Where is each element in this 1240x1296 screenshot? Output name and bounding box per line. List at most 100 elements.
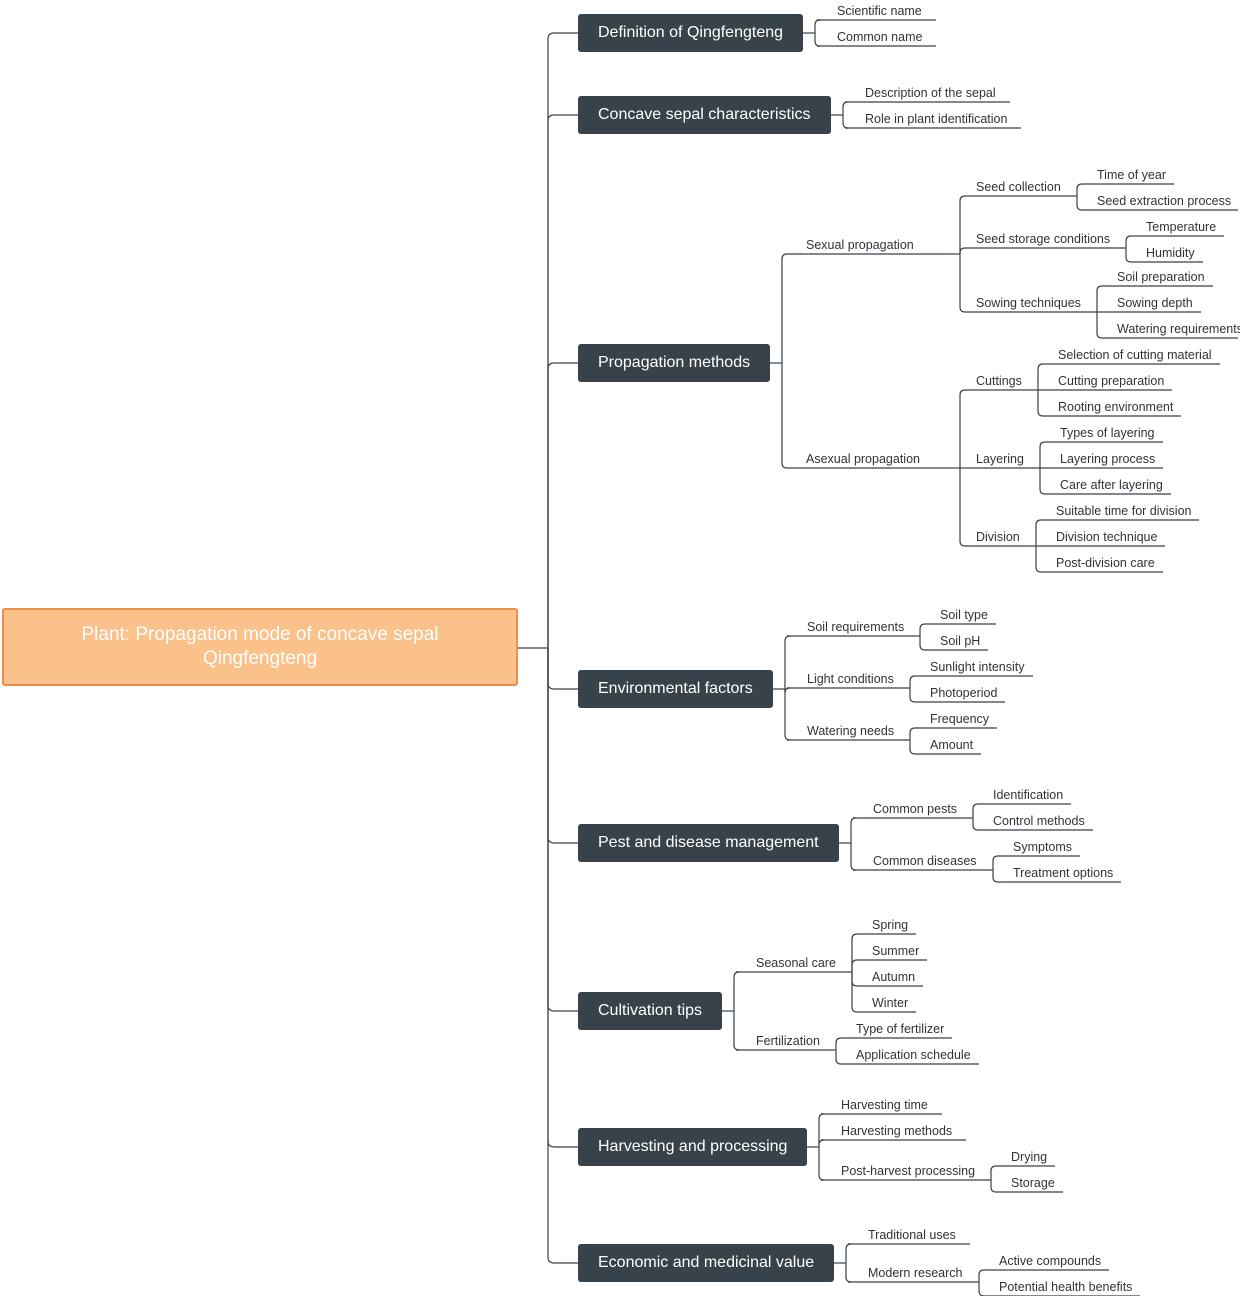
node-soil-ph[interactable]: Soil pH [940, 634, 981, 648]
node-modern-research[interactable]: Modern research [868, 1266, 963, 1280]
node-division-technique[interactable]: Division technique [1056, 530, 1158, 544]
node-watering-requirements[interactable]: Watering requirements [1117, 322, 1240, 336]
node-types-of-layering[interactable]: Types of layering [1060, 426, 1155, 440]
node-temperature[interactable]: Temperature [1146, 220, 1217, 234]
node-rooting-environment[interactable]: Rooting environment [1058, 400, 1174, 414]
connector-line [959, 254, 974, 313]
node-watering-needs[interactable]: Watering needs [807, 724, 895, 738]
node-humidity[interactable]: Humidity [1146, 246, 1195, 260]
branch-node-environmental-factors[interactable]: Environmental factors [578, 670, 773, 708]
connector-line [909, 727, 928, 740]
node-soil-preparation[interactable]: Soil preparation [1117, 270, 1205, 284]
node-potential-health-benefits[interactable]: Potential health benefits [999, 1280, 1133, 1294]
node-photoperiod[interactable]: Photoperiod [930, 686, 998, 700]
node-selection-of-cutting-material[interactable]: Selection of cutting material [1058, 348, 1212, 362]
branch-node-definition-of-qingfengteng[interactable]: Definition of Qingfengteng [578, 14, 804, 52]
connector-line [850, 843, 857, 871]
connector-line [1076, 183, 1095, 196]
node-role-in-plant-identification[interactable]: Role in plant identification [865, 112, 1008, 126]
connector-line [818, 1147, 825, 1181]
branch-node-cultivation-tips[interactable]: Cultivation tips [578, 992, 723, 1030]
node-autumn[interactable]: Autumn [872, 970, 916, 984]
connector-line [781, 363, 802, 469]
node-treatment-options[interactable]: Treatment options [1013, 866, 1114, 880]
node-harvesting-time[interactable]: Harvesting time [841, 1098, 928, 1112]
node-symptoms[interactable]: Symptoms [1013, 840, 1073, 854]
node-time-of-year[interactable]: Time of year [1097, 168, 1167, 182]
node-soil-requirements[interactable]: Soil requirements [807, 620, 905, 634]
connector-line [959, 247, 974, 254]
connector-line [978, 1282, 997, 1296]
node-fertilization[interactable]: Fertilization [756, 1034, 820, 1048]
branch-node-harvesting-and-processing[interactable]: Harvesting and processing [578, 1128, 808, 1166]
node-cuttings[interactable]: Cuttings [976, 374, 1022, 388]
connector-line [851, 972, 870, 1013]
node-common-pests[interactable]: Common pests [873, 802, 958, 816]
root-node[interactable]: Plant: Propagation mode of concave sepal… [2, 608, 518, 686]
node-winter[interactable]: Winter [872, 996, 909, 1010]
node-summer[interactable]: Summer [872, 944, 920, 958]
connector-line [1039, 468, 1058, 495]
connector-line [835, 1050, 854, 1065]
node-description-of-the-sepal[interactable]: Description of the sepal [865, 86, 996, 100]
node-seed-collection[interactable]: Seed collection [976, 180, 1061, 194]
connector-line [972, 803, 991, 818]
node-active-compounds[interactable]: Active compounds [999, 1254, 1102, 1268]
connector-line [919, 623, 938, 636]
connector-line [959, 389, 974, 468]
branch-node-pest-and-disease-management[interactable]: Pest and disease management [578, 824, 839, 862]
connector-line [835, 1037, 854, 1050]
node-post-harvest-processing[interactable]: Post-harvest processing [841, 1164, 976, 1178]
node-common-diseases[interactable]: Common diseases [873, 854, 977, 868]
node-sowing-techniques[interactable]: Sowing techniques [976, 296, 1081, 310]
node-spring[interactable]: Spring [872, 918, 909, 932]
node-layering[interactable]: Layering [976, 452, 1024, 466]
connector-line [990, 1180, 1009, 1193]
node-asexual-propagation[interactable]: Asexual propagation [806, 452, 920, 466]
node-post-division-care[interactable]: Post-division care [1056, 556, 1155, 570]
connector-line [1035, 546, 1054, 573]
node-amount[interactable]: Amount [930, 738, 974, 752]
connector-line [992, 870, 1011, 883]
node-control-methods[interactable]: Control methods [993, 814, 1085, 828]
node-cutting-preparation[interactable]: Cutting preparation [1058, 374, 1165, 388]
connector-line [959, 195, 974, 254]
connector-line [959, 468, 974, 547]
node-suitable-time-for-division[interactable]: Suitable time for division [1056, 504, 1192, 518]
node-common-name[interactable]: Common name [837, 30, 923, 44]
connector-line [1039, 441, 1058, 468]
connector-line [978, 1269, 997, 1282]
node-sexual-propagation[interactable]: Sexual propagation [806, 238, 914, 252]
connector-line [814, 19, 821, 33]
node-frequency[interactable]: Frequency [930, 712, 990, 726]
node-identification[interactable]: Identification [993, 788, 1064, 802]
branch-node-concave-sepal-characteristics[interactable]: Concave sepal characteristics [578, 96, 831, 134]
node-sunlight-intensity[interactable]: Sunlight intensity [930, 660, 1025, 674]
node-care-after-layering[interactable]: Care after layering [1060, 478, 1163, 492]
connector-line [845, 1263, 852, 1283]
node-seed-storage-conditions[interactable]: Seed storage conditions [976, 232, 1111, 246]
connector-line [784, 687, 791, 694]
connector-line [1037, 390, 1056, 417]
node-type-of-fertilizer[interactable]: Type of fertilizer [856, 1022, 945, 1036]
trunk-line [547, 648, 578, 1148]
node-drying[interactable]: Drying [1011, 1150, 1048, 1164]
node-scientific-name[interactable]: Scientific name [837, 4, 922, 18]
branch-node-propagation-methods[interactable]: Propagation methods [578, 344, 771, 382]
node-seed-extraction-process[interactable]: Seed extraction process [1097, 194, 1232, 208]
node-harvesting-methods[interactable]: Harvesting methods [841, 1124, 953, 1138]
node-division[interactable]: Division [976, 530, 1020, 544]
node-traditional-uses[interactable]: Traditional uses [868, 1228, 956, 1242]
node-layering-process[interactable]: Layering process [1060, 452, 1156, 466]
node-storage[interactable]: Storage [1011, 1176, 1055, 1190]
connector-line [814, 33, 821, 47]
node-seasonal-care[interactable]: Seasonal care [756, 956, 836, 970]
node-soil-type[interactable]: Soil type [940, 608, 988, 622]
node-light-conditions[interactable]: Light conditions [807, 672, 894, 686]
connector-line [1125, 235, 1144, 248]
connector-line [1037, 363, 1056, 390]
node-sowing-depth[interactable]: Sowing depth [1117, 296, 1193, 310]
node-application-schedule[interactable]: Application schedule [856, 1048, 971, 1062]
branch-node-economic-and-medicinal-value[interactable]: Economic and medicinal value [578, 1244, 835, 1282]
